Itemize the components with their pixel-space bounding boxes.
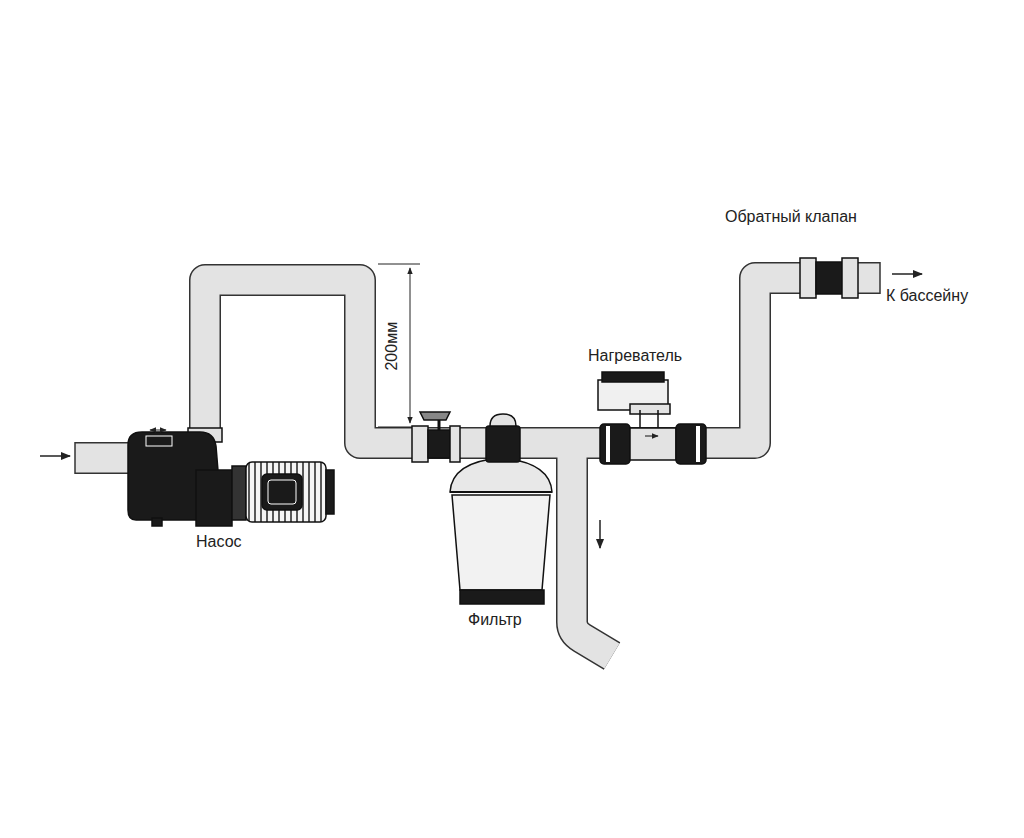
pipe-outline xyxy=(205,278,880,443)
heater-body xyxy=(630,428,676,460)
dimension-arrow xyxy=(410,268,411,423)
union-ring xyxy=(606,426,610,462)
check-valve-nut xyxy=(800,258,816,298)
dimension-line xyxy=(378,264,420,427)
motor-terminal-box xyxy=(262,474,302,510)
check-valve-nut xyxy=(842,258,858,298)
heater-bracket xyxy=(630,404,670,414)
pump-lid-arrow xyxy=(150,430,166,431)
extension-line xyxy=(378,264,420,265)
filter-dome xyxy=(450,458,552,492)
heater-union xyxy=(600,424,630,464)
inlet-arrow xyxy=(40,455,70,457)
heater xyxy=(598,372,706,464)
terminal-box-cover xyxy=(268,480,296,504)
motor xyxy=(246,462,326,522)
check-valve xyxy=(800,258,858,298)
multiport-handle xyxy=(490,414,516,426)
drain-arrow xyxy=(599,520,601,548)
valve-handle xyxy=(420,412,450,420)
pipe xyxy=(205,278,880,443)
filter-base xyxy=(460,590,544,604)
ball-valve xyxy=(412,412,460,462)
part-label: 200мм xyxy=(383,322,401,371)
motor-flange xyxy=(232,466,246,520)
drain-pipe-outline xyxy=(572,443,612,656)
pump-drain-plug xyxy=(152,518,162,526)
pump-flange xyxy=(196,470,232,526)
part-label: Обратный клапан xyxy=(725,208,857,226)
pipe-end xyxy=(74,442,76,474)
heater-probe xyxy=(639,410,641,428)
outlet-arrow xyxy=(892,273,922,275)
valve-body xyxy=(428,430,450,458)
flow-mark xyxy=(645,436,658,437)
valve-union xyxy=(450,426,460,462)
pump xyxy=(128,428,334,526)
part-label: К бассейну xyxy=(886,287,968,305)
sand-filter xyxy=(450,414,552,604)
filter-tank xyxy=(452,495,550,590)
heater-union xyxy=(676,424,706,464)
part-label: Фильтр xyxy=(468,611,522,629)
multiport-valve xyxy=(486,426,520,462)
filter-clamp xyxy=(450,491,552,493)
pump-lid xyxy=(146,436,172,446)
valve-union xyxy=(412,426,428,462)
pipe-end xyxy=(879,262,881,294)
check-valve-body xyxy=(816,262,842,294)
heater-lid xyxy=(602,372,664,382)
part-label: Насос xyxy=(196,533,242,551)
union-ring xyxy=(696,426,700,462)
motor-end-cap xyxy=(326,470,334,514)
drain-pipe xyxy=(572,443,612,656)
pipes xyxy=(75,262,880,656)
part-label: Нагреватель xyxy=(588,347,682,365)
heater-probe xyxy=(657,410,659,428)
